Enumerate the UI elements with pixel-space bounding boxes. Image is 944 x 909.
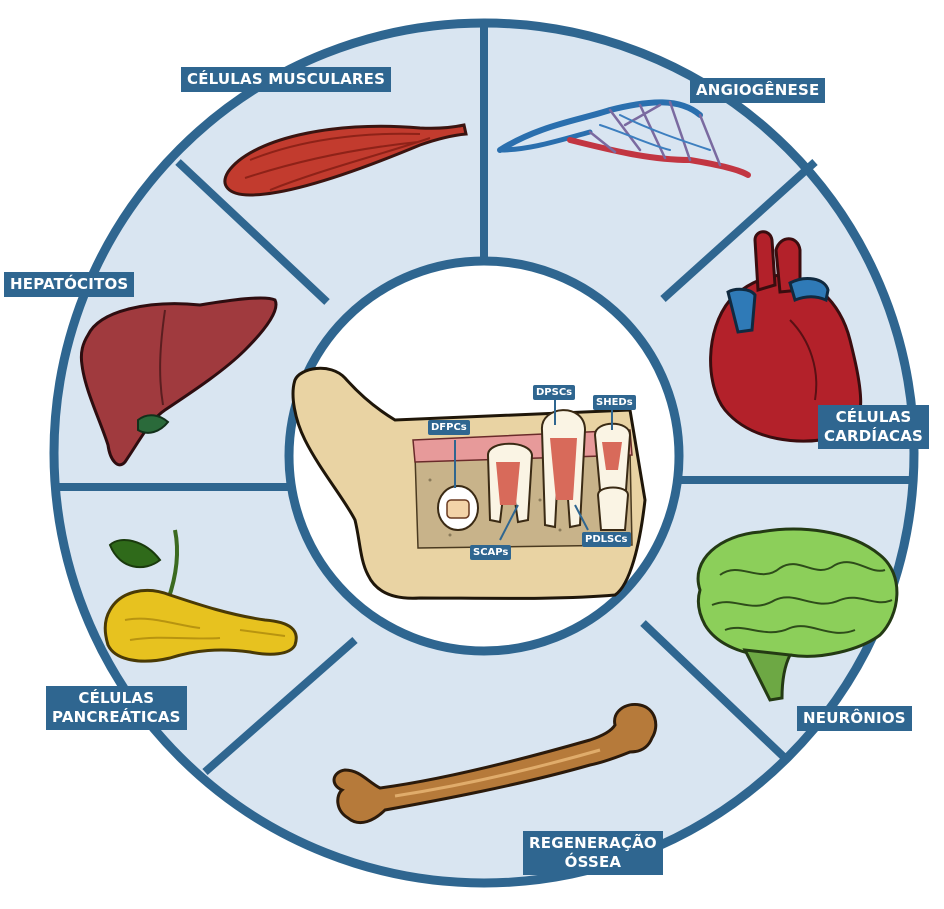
tooth-label-sheds: SHEDs [593,395,636,410]
tooth-label-scaps: SCAPs [470,545,511,560]
label-celulas-musculares: CÉLULAS MUSCULARES [181,67,391,92]
label-angiogenese: ANGIOGÊNESE [690,78,825,103]
tooth-label-dpscs: DPSCs [533,385,575,400]
label-regeneracao-ossea: REGENERAÇÃO ÓSSEA [523,831,663,875]
label-celulas-pancreaticas: CÉLULAS PANCREÁTICAS [46,686,187,730]
label-hepatocitos: HEPATÓCITOS [4,272,134,297]
label-neuronios: NEURÔNIOS [797,706,912,731]
label-celulas-cardiacas: CÉLULAS CARDÍACAS [818,405,929,449]
tooth-label-dfpcs: DFPCs [428,420,470,435]
tooth-label-pdlscs: PDLSCs [582,532,631,547]
